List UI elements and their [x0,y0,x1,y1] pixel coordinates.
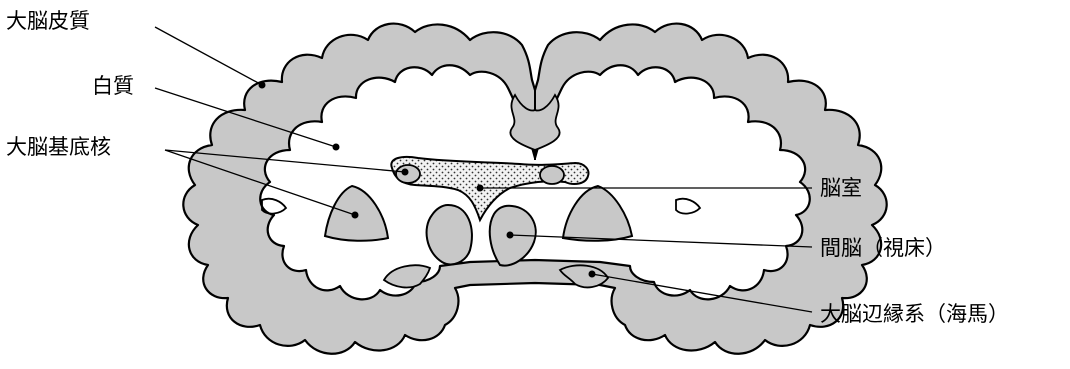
leader-basal-ganglia-dot-1 [402,169,409,176]
leader-white-matter-dot [333,144,340,151]
label-white-matter: 白質 [92,74,134,98]
label-cerebral-cortex: 大脳皮質 [6,9,90,33]
caudate-right [540,166,564,184]
leader-limbic-dot [589,271,596,278]
leader-cortex [155,27,262,85]
label-limbic-system: 大脳辺縁系（海馬） [820,302,1009,326]
cerebral-cortex-shape [183,24,886,354]
leader-ventricle-dot [477,185,484,192]
caudate-left [396,165,420,183]
label-basal-ganglia: 大脳基底核 [6,135,111,159]
leader-basal-ganglia-dot-2 [352,212,359,219]
label-ventricle: 脳室 [820,176,862,200]
leader-diencephalon-dot [507,232,514,239]
leader-cortex-dot [259,82,266,89]
label-diencephalon: 間脳（視床） [820,236,946,260]
thalamus-left [427,205,472,264]
